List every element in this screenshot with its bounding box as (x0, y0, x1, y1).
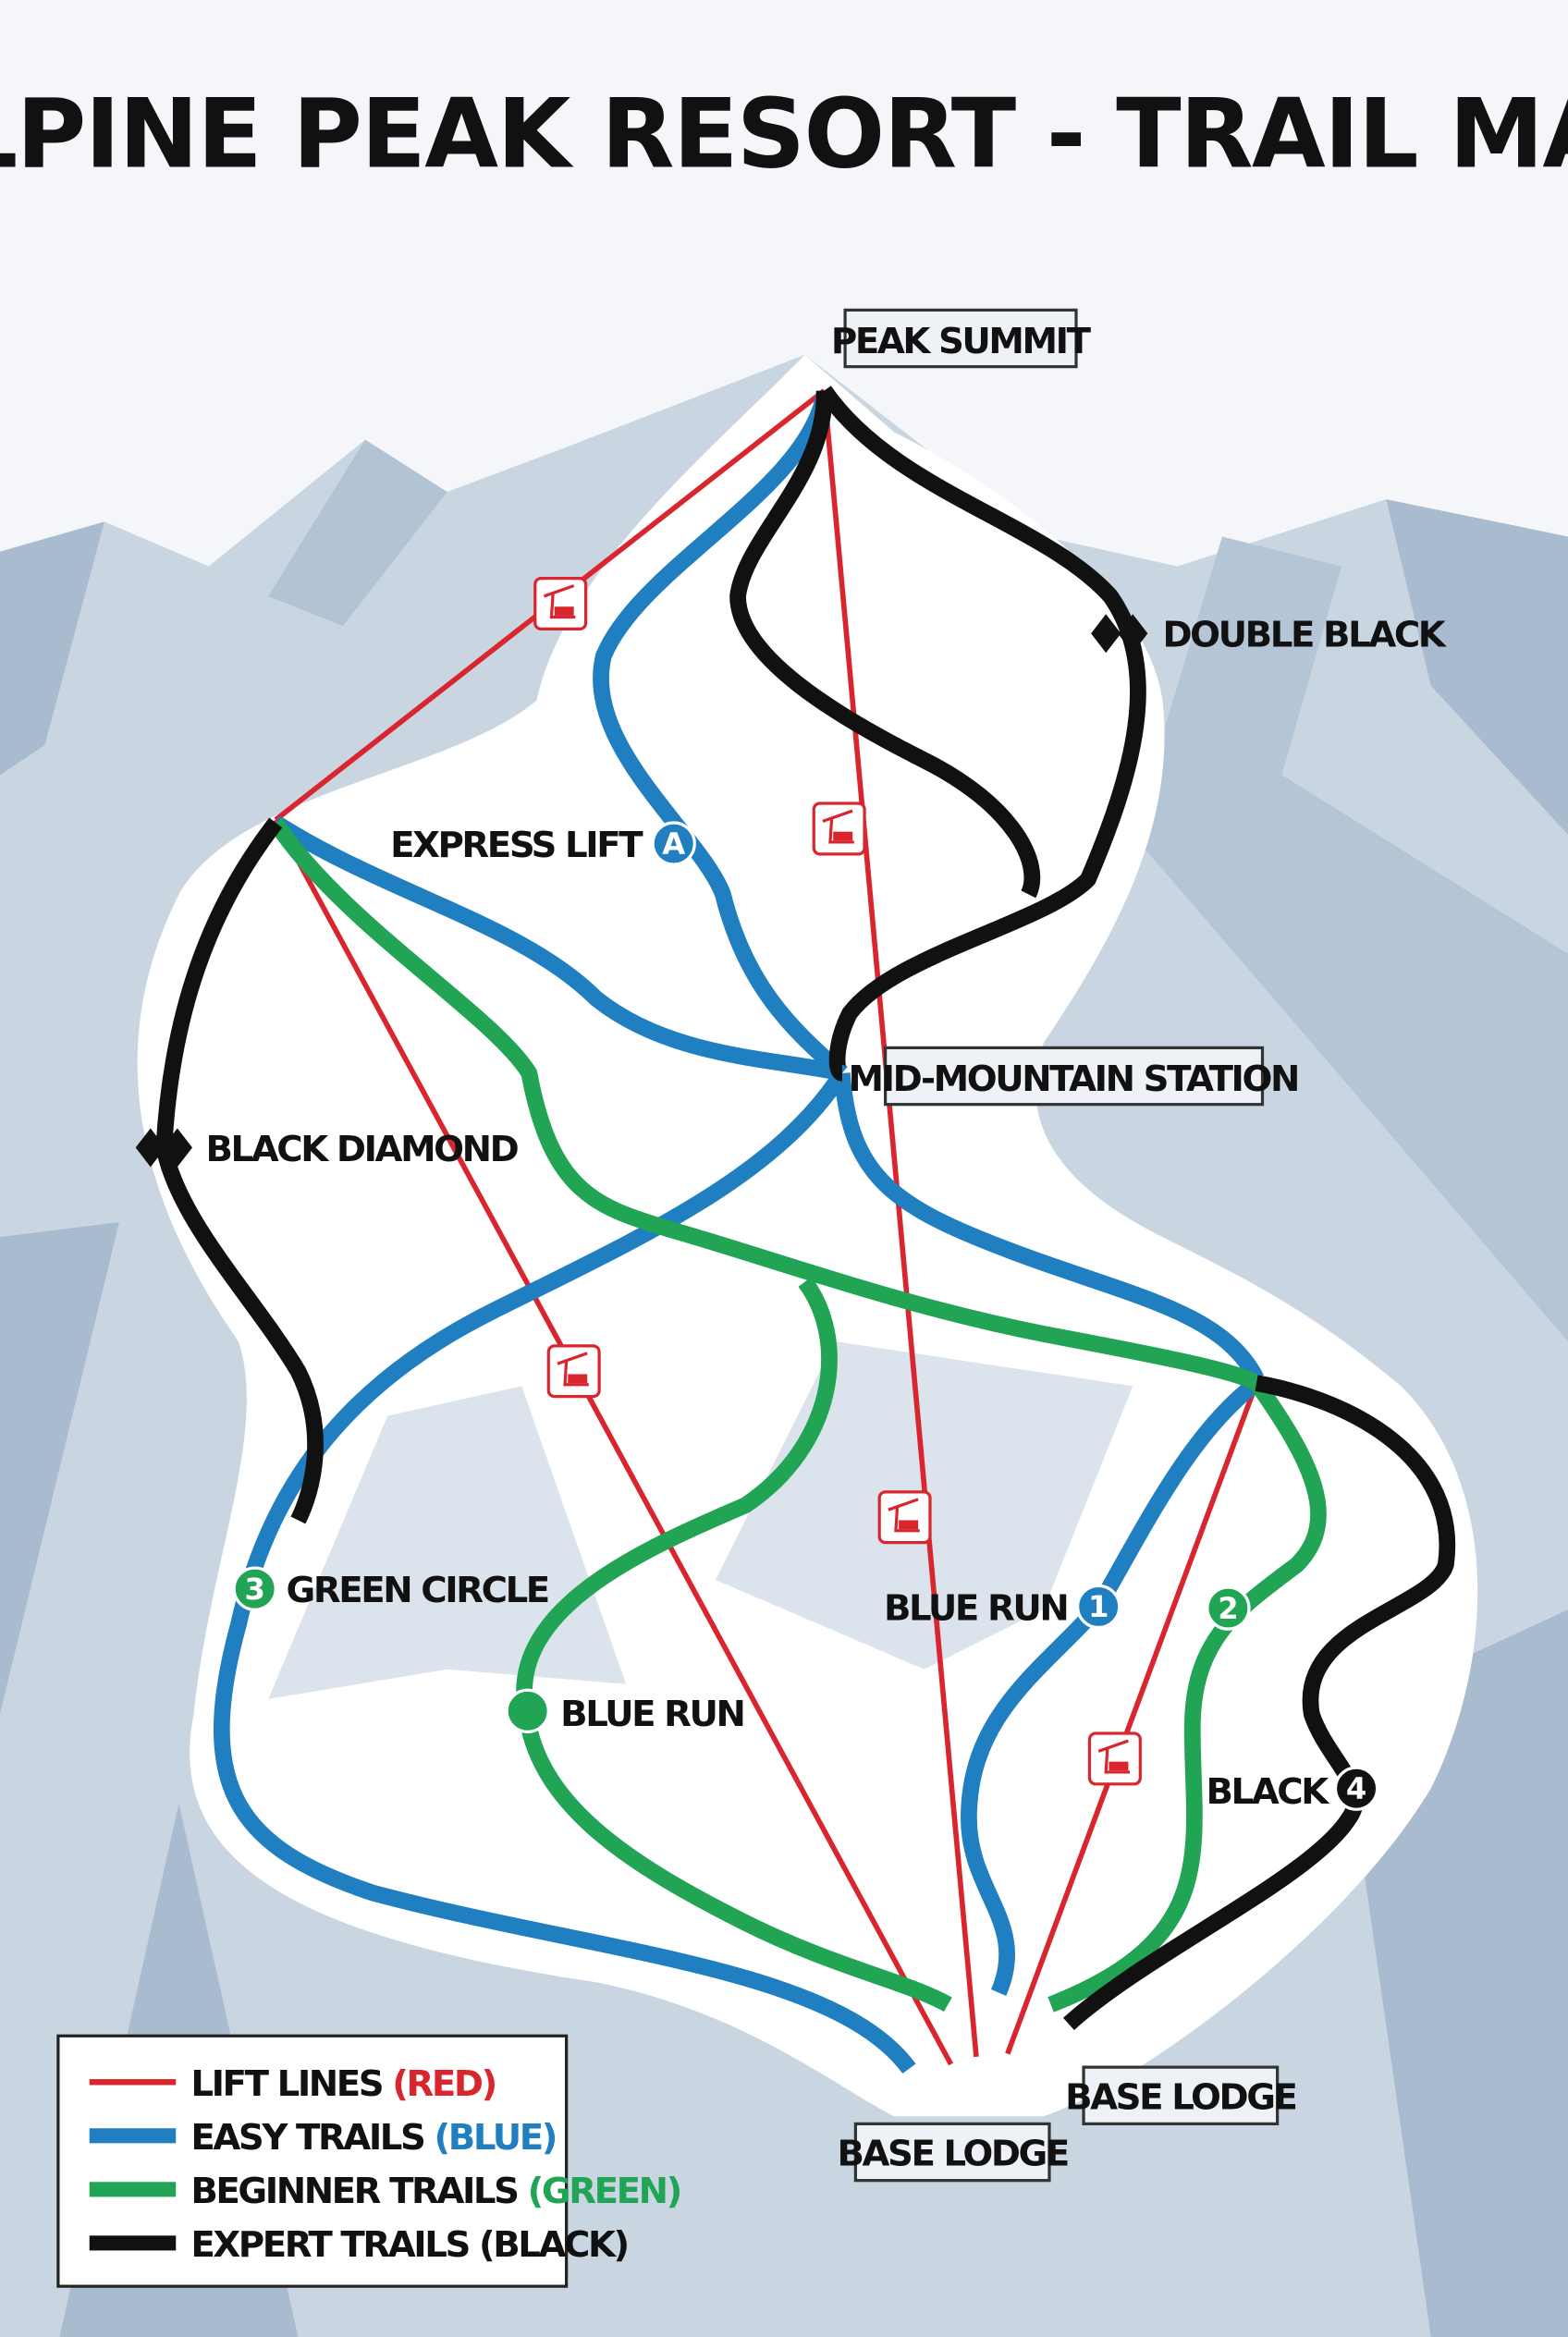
trail-marker-icon: A (651, 821, 696, 866)
lift-line[interactable] (1005, 1382, 1259, 2055)
label-blue-run: BLUE RUN (560, 1694, 743, 1735)
station-base-lodge[interactable]: BASE LODGE (1065, 2065, 1298, 2126)
label-blue-run-1: BLUE RUN (884, 1587, 1067, 1629)
easy-trail[interactable] (271, 815, 844, 1082)
trail-marker-icon: 3 (232, 1566, 277, 1611)
legend-item: EASY TRAILS (BLUE) (89, 2117, 557, 2159)
legend-label: EXPERT TRAILS (BLACK) (190, 2224, 627, 2266)
station-label: BASE LODGE (1065, 2076, 1295, 2118)
legend-item: EXPERT TRAILS (BLACK) (89, 2224, 630, 2266)
legend-label: LIFT LINES (RED) (190, 2063, 496, 2105)
trail-marker-icon (505, 1688, 550, 1734)
legend-item: LIFT LINES (RED) (89, 2063, 497, 2105)
beginner-trail[interactable] (268, 818, 1261, 1390)
marker-a: A (662, 826, 685, 862)
page-title: ALPINE PEAK RESORT - TRAIL MAP (0, 80, 1568, 190)
expert-trails (155, 385, 1456, 2030)
chairlift-icon (533, 576, 588, 631)
marker-2: 2 (1218, 1591, 1238, 1626)
legend-label: EASY TRAILS (BLUE) (190, 2117, 556, 2159)
label-express-lift: EXPRESS LIFT (390, 825, 643, 866)
double-black-diamond-icon (135, 1128, 192, 1168)
legend-swatch (89, 2182, 177, 2197)
legend-swatch (89, 2235, 177, 2251)
trail-marker-icon: 4 (1333, 1766, 1379, 1811)
label-black: BLACK (1206, 1771, 1330, 1813)
chairlift-icon (812, 801, 866, 856)
chairlift-icons (533, 576, 1142, 1786)
lift-line[interactable] (273, 818, 954, 2066)
marker-3: 3 (244, 1572, 264, 1607)
legend: LIFT LINES (RED) EASY TRAILS (BLUE) BEGINN… (56, 2034, 682, 2288)
label-black-diamond: BLACK DIAMOND (205, 1129, 518, 1170)
legend-item: BEGINNER TRAILS (GREEN) (89, 2171, 682, 2212)
station-label: MID-MOUNTAIN STATION (849, 1058, 1298, 1100)
beginner-trail-2[interactable] (1047, 1378, 1327, 2013)
easy-trail-green-circle[interactable] (213, 1069, 916, 2074)
expert-trail-double-black[interactable] (817, 385, 1146, 1082)
label-double-black: DOUBLE BLACK (1162, 615, 1447, 656)
marker-1: 1 (1088, 1589, 1109, 1624)
chairlift-icon (877, 1490, 932, 1545)
easy-trail[interactable] (834, 1072, 1264, 1383)
easy-trail-blue-run-1[interactable] (961, 1377, 1262, 1996)
station-mid-mountain[interactable]: MID-MOUNTAIN STATION (849, 1046, 1300, 1107)
station-peak-summit[interactable]: PEAK SUMMIT (831, 308, 1094, 369)
legend-swatch (89, 2079, 177, 2086)
lift-line[interactable] (821, 390, 979, 2058)
legend-swatch (89, 2128, 177, 2144)
expert-trail[interactable] (729, 390, 1041, 899)
station-base-lodge[interactable]: BASE LODGE (837, 2122, 1070, 2183)
chairlift-icon (1087, 1731, 1142, 1786)
expert-trail-black-4[interactable] (1062, 1375, 1456, 2030)
station-label: BASE LODGE (837, 2134, 1067, 2175)
expert-trail-black-diamond[interactable] (155, 817, 324, 1524)
trail-marker-icon: 2 (1206, 1585, 1251, 1631)
trail-marker-icon: 1 (1075, 1584, 1121, 1630)
marker-4: 4 (1346, 1771, 1366, 1806)
chairlift-icon (546, 1344, 601, 1399)
easy-trails (213, 393, 1264, 2074)
station-label: PEAK SUMMIT (831, 321, 1092, 362)
label-green-circle: GREEN CIRCLE (287, 1570, 548, 1611)
easy-trail-express[interactable] (593, 393, 848, 1080)
legend-label: BEGINNER TRAILS (GREEN) (190, 2171, 680, 2212)
